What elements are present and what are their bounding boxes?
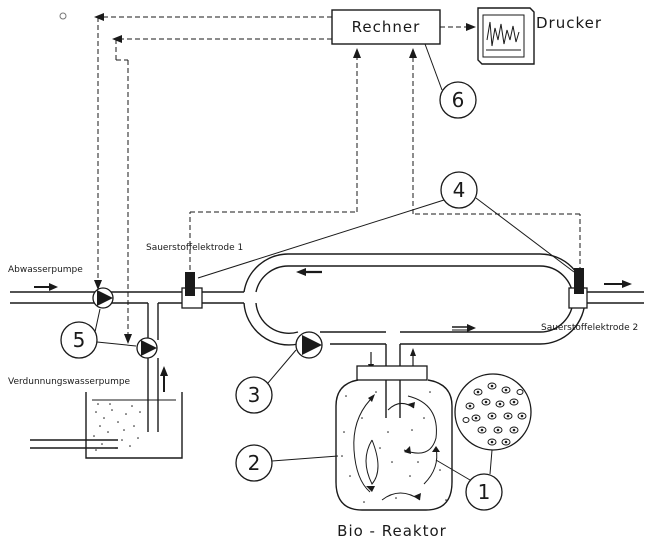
computer-box: [331, 9, 441, 45]
dilution-pump-icon: [136, 337, 158, 359]
oxygen-electrode-1: [181, 272, 203, 309]
dilution-water-tank: [85, 392, 183, 459]
callout-3: [235, 376, 273, 414]
printer-icon: [477, 7, 535, 65]
bioreactor-vessel: [335, 365, 453, 511]
corner-mark: [59, 12, 67, 20]
dilution-pump-label: Verdunnungswasserpumpe: [8, 377, 131, 387]
callout-4-label: 4: [453, 178, 466, 202]
carrier-particles-magnified: [454, 373, 532, 451]
oxygen-electrode-2: [568, 268, 588, 309]
callout-4: [440, 171, 478, 209]
callout-1: [465, 473, 503, 511]
wastewater-pump-icon: [92, 287, 114, 309]
callout-6-label: 6: [452, 88, 465, 112]
oxygen-electrode-1-label: Sauerstoffelektrode 1: [146, 243, 243, 253]
callout-3-label: 3: [248, 383, 261, 407]
loop-pump-icon: [295, 331, 323, 359]
computer-label: Rechner: [352, 18, 421, 36]
bioreactor-label: Bio - Reaktor: [337, 522, 447, 540]
oxygen-electrode-2-label: Sauerstoffelektrode 2: [541, 323, 638, 333]
callout-2-label: 2: [248, 451, 261, 475]
callout-5-label: 5: [73, 328, 86, 352]
callout-6: [439, 81, 477, 119]
wastewater-pump-label: Abwasserpumpe: [8, 265, 83, 275]
callout-5: [60, 321, 98, 359]
printer-label: Drucker: [536, 14, 602, 32]
callout-1-label: 1: [478, 480, 491, 504]
callout-2: [235, 444, 273, 482]
